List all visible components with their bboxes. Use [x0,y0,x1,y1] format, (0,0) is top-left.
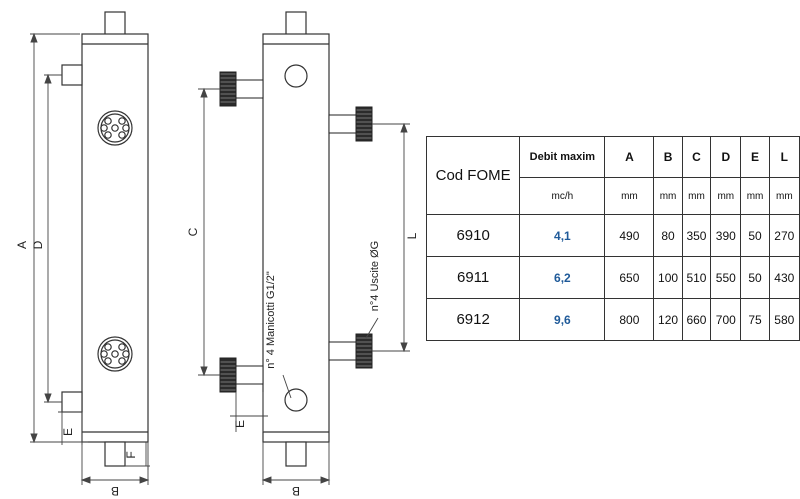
unit-l: mm [768,177,800,215]
bottom-stub [104,441,126,467]
cell-e: 50 [740,214,770,257]
cell-l: 580 [768,298,800,341]
port-bottom [284,388,308,412]
cell-d: 390 [710,214,742,257]
side-view [262,11,330,467]
cell-a: 800 [604,298,655,341]
code-header: Cod FOME [425,136,521,215]
cell-e: 75 [740,298,770,341]
dim-label-a: A [15,241,29,249]
cell-l: 430 [768,256,800,299]
row-flow: 6,2 [519,256,606,299]
cell-l: 270 [768,214,800,257]
cell-c: 350 [681,214,712,257]
row-code: 6910 [425,214,521,257]
side-stub-bottom [61,391,83,413]
flange-bottom [97,336,133,372]
dim-label-b-front: B [111,484,119,498]
row-flow: 4,1 [519,214,606,257]
table-row: 6911 6,2 650 100 510 550 50 430 [425,256,800,299]
cell-d: 550 [710,256,742,299]
thread-left-upper [219,71,237,107]
dim-label-l: L [405,232,419,239]
dim-label-e-side: E [233,420,247,428]
table-row: 6912 9,6 800 120 660 700 75 580 [425,298,800,341]
dim-label-e: E [61,428,75,436]
threaded-connections [219,71,373,393]
row-flow: 9,6 [519,298,606,341]
unit-b: mm [653,177,683,215]
table-row: 6910 4,1 490 80 350 390 50 270 [425,214,800,257]
thread-left-lower [219,357,237,393]
dim-label-f: F [124,451,138,458]
cell-a: 490 [604,214,655,257]
col-header-b: B [653,136,683,178]
cell-b: 80 [653,214,683,257]
side-top-stub [285,11,307,37]
row-code: 6911 [425,256,521,299]
cell-b: 120 [653,298,683,341]
flow-unit: mc/h [519,177,606,215]
cell-b: 100 [653,256,683,299]
front-view [61,11,149,467]
unit-a: mm [604,177,655,215]
flange-top [97,110,133,146]
col-header-d: D [710,136,742,178]
dim-label-c: C [186,227,200,236]
col-header-l: L [768,136,800,178]
port-top [284,64,308,88]
unit-d: mm [710,177,742,215]
cell-e: 50 [740,256,770,299]
specification-table: Cod FOME Debit maxim A B C D E L mc/h mm… [425,136,800,341]
thread-right-upper [355,106,373,142]
thread-right-lower [355,333,373,369]
side-dimension-lines [198,87,410,485]
connections-annotation: n° 4 Manicotti G1/2" [265,271,277,369]
outlets-annotation: n°4 Uscite ØG [369,241,381,311]
cell-c: 510 [681,256,712,299]
dim-label-b-side: B [292,484,300,498]
cell-a: 650 [604,256,655,299]
unit-e: mm [740,177,770,215]
top-stub [104,11,126,37]
dim-label-d: D [31,240,45,249]
flow-header: Debit maxim [519,136,606,178]
side-body [262,33,330,443]
col-header-c: C [681,136,712,178]
row-code: 6912 [425,298,521,341]
unit-c: mm [681,177,712,215]
cell-d: 700 [710,298,742,341]
side-stub-top [61,64,83,86]
side-bottom-stub [285,441,307,467]
front-dimension-lines [30,32,150,485]
front-body [81,33,149,443]
cell-c: 660 [681,298,712,341]
col-header-e: E [740,136,770,178]
col-header-a: A [604,136,655,178]
